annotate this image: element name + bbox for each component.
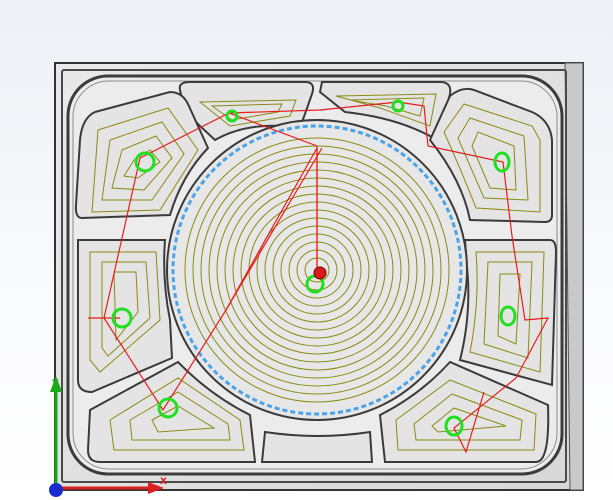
triad-x-label: X (160, 477, 167, 487)
entry-marker-bottom-right[interactable] (444, 415, 464, 437)
plate-side-bevel (564, 62, 584, 491)
coordinate-triad-icon[interactable]: Y X (49, 376, 167, 497)
entry-marker-bottom-left[interactable] (157, 397, 179, 419)
triad-y-label: Y (51, 379, 59, 389)
entry-marker-top-left[interactable] (225, 109, 239, 123)
entry-marker-left-lower[interactable] (111, 307, 133, 329)
pocket-bottom-center (260, 430, 374, 463)
rapid-path-left (103, 112, 323, 412)
rapid-path-center (225, 145, 318, 311)
triad-origin (49, 483, 63, 497)
start-point-dot-icon[interactable] (313, 266, 327, 280)
pocket-wall-highlight (72, 80, 558, 470)
entry-marker-top-right[interactable] (391, 99, 405, 113)
triad-x-arrow (148, 482, 164, 494)
boss-outline-highlight (171, 124, 463, 416)
entry-marker-right-upper[interactable] (493, 151, 511, 173)
plate-inner-edge (61, 69, 567, 483)
entry-marker-left-upper[interactable] (134, 151, 156, 173)
entry-marker-right-lower[interactable] (499, 305, 517, 327)
triad-y-arrow (50, 376, 62, 392)
boss-contour-ring (184, 137, 450, 403)
pocket-bottom-left (86, 360, 257, 463)
pocket-contour-paths (89, 93, 545, 451)
